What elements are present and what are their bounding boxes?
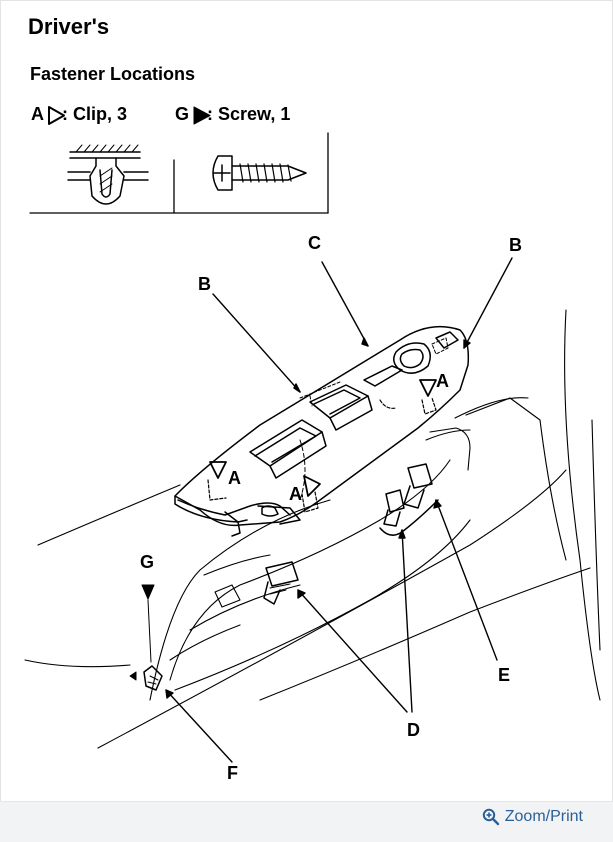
callout-c: C (308, 233, 321, 253)
callout-b: B (509, 235, 522, 255)
legend-screw-letter: G (175, 104, 190, 124)
legend-clip: A : Clip, 3 (31, 104, 127, 125)
page-title: Driver's (28, 14, 110, 39)
legend-clip-triangle-icon (48, 106, 65, 125)
clip-marker-icon (209, 461, 227, 479)
callout-a: A (289, 484, 302, 504)
leader-lines (165, 257, 513, 763)
legend-screw-text: : Screw, 1 (207, 104, 291, 124)
legend-screw-triangle-icon (193, 106, 211, 125)
zoom-print-label: Zoom/Print (504, 808, 583, 825)
section-subtitle: Fastener Locations (30, 64, 196, 84)
legend-screw: G : Screw, 1 (175, 104, 290, 125)
legend-clip-letter: A (31, 104, 44, 124)
callout-a: A (436, 371, 449, 391)
door-panel-lines (24, 309, 601, 749)
footer-bar (0, 801, 613, 842)
callout-g: G (140, 552, 155, 572)
clip-marker-icon (419, 379, 437, 397)
callout-d: D (407, 720, 420, 740)
clip-illustration (67, 144, 149, 205)
callout-a: A (228, 468, 241, 488)
screw-bracket (129, 599, 163, 691)
screw-marker-icon (141, 584, 155, 600)
switch-panel (174, 325, 470, 537)
callout-e: E (498, 665, 511, 685)
callout-f: F (227, 763, 238, 783)
zoom-print-link[interactable]: Zoom/Print (482, 808, 583, 826)
magnifier-plus-icon (482, 808, 499, 826)
callout-b: B (198, 274, 211, 294)
legend-clip-text: : Clip, 3 (62, 104, 128, 124)
screw-illustration (212, 155, 307, 191)
legend-box (29, 132, 329, 214)
clip-marker-icon (303, 475, 321, 497)
